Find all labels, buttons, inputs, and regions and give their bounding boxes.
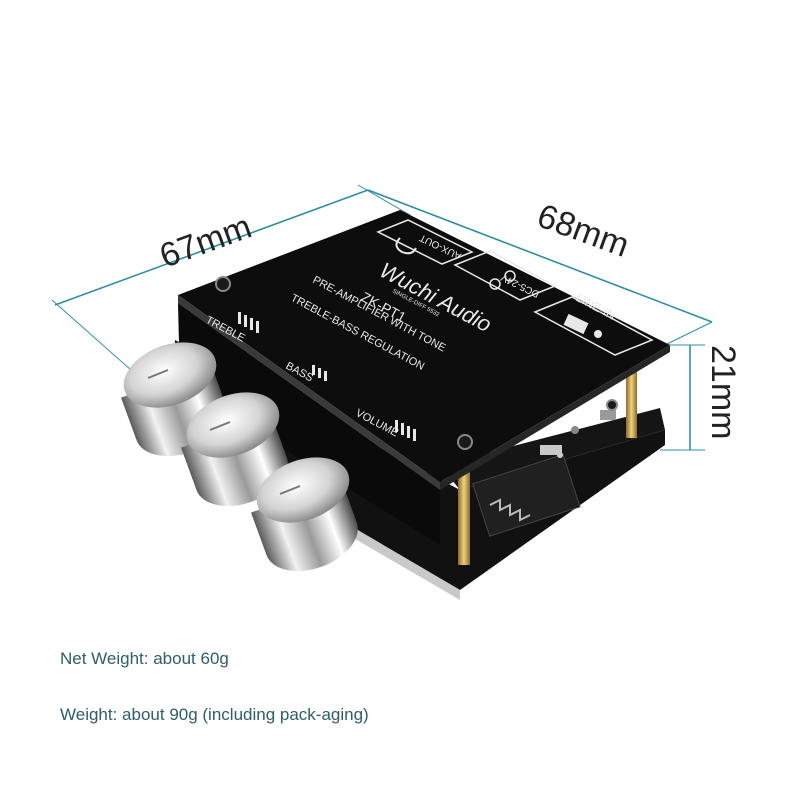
power-plus-icon <box>489 278 501 290</box>
aux-out-box <box>376 219 474 265</box>
depth-dim-line <box>367 189 713 323</box>
mount-hole <box>457 434 473 450</box>
depth-label: 68mm <box>532 197 634 265</box>
bluetooth-module <box>472 453 581 537</box>
top-panel: AUX-OUT DC5-24V LINE-IN Wuchi Audio SING… <box>178 210 670 545</box>
gross-weight-caption: Weight: about 90g (including pack-aging) <box>60 705 369 724</box>
power-minus-icon <box>504 270 516 282</box>
net-weight-caption: Net Weight: about 60g <box>60 649 229 668</box>
mount-hole <box>215 276 231 292</box>
width-tick-left <box>51 299 141 379</box>
knob-bass[interactable] <box>178 380 297 518</box>
mount-hole <box>606 399 618 411</box>
aux-jack-icon <box>395 237 417 255</box>
knob-volume[interactable] <box>248 445 367 583</box>
width-label: 67mm <box>155 207 257 275</box>
height-label: 21mm <box>704 345 742 439</box>
line-in-box <box>533 296 654 356</box>
depth-tick-right <box>664 321 713 346</box>
width-dim-line <box>54 189 369 306</box>
width-tick-right <box>357 184 411 216</box>
line-in-jack-icon <box>563 313 589 335</box>
dimension-lines <box>51 184 713 451</box>
panel-surface <box>178 210 670 482</box>
standoffs <box>458 370 637 565</box>
tone-bars-icons <box>238 312 416 441</box>
